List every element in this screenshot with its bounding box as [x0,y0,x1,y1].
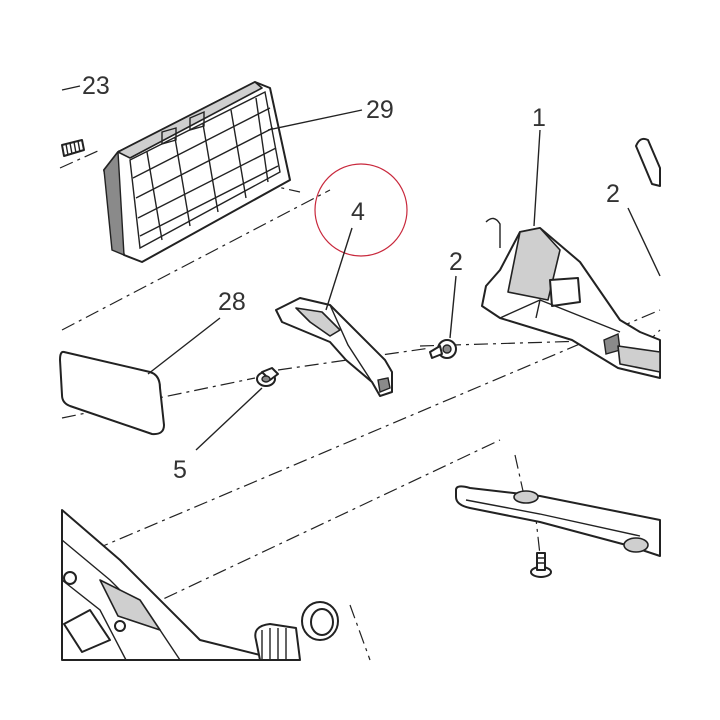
bolt-part [429,339,457,359]
callout-1: 1 [532,104,546,132]
callout-23: 23 [82,72,110,100]
callout-29: 29 [366,96,394,124]
callout-2-right: 2 [606,180,620,208]
clip-part [635,137,661,187]
bearing-part [254,623,301,661]
grille-part [103,81,291,263]
screw-part [256,367,279,387]
highlight-circle [314,163,408,257]
callout-labels: 23 29 1 2 4 2 28 5 [82,72,620,484]
pad-part [59,350,165,436]
callout-5: 5 [173,456,187,484]
callout-2-center: 2 [449,248,463,276]
rail-part [455,485,661,557]
lower-bolt-part [530,552,552,578]
callout-4: 4 [351,198,365,226]
bracket-part [481,217,661,379]
callout-28: 28 [218,288,246,316]
leader-lines [61,85,661,451]
frame-part [61,509,281,661]
stud-part [61,139,85,157]
seal-ring-part [301,601,339,641]
lever-part [275,297,393,397]
